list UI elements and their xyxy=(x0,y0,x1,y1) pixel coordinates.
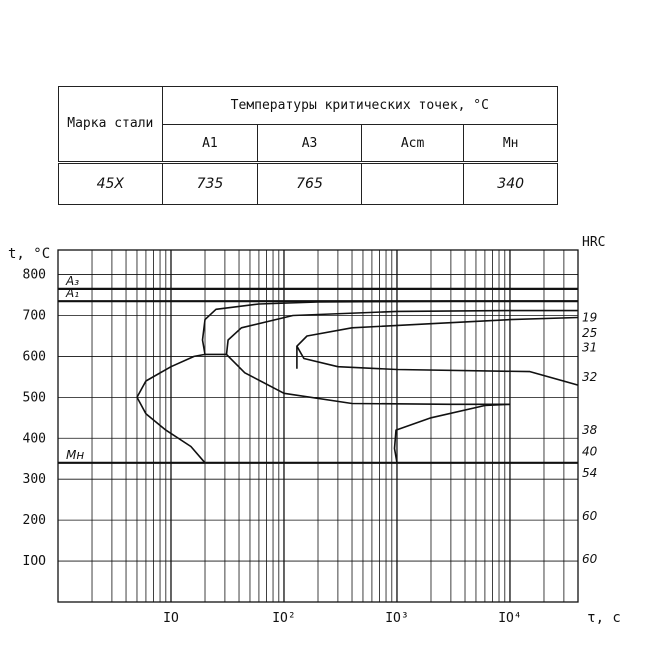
hrc-value-label: 32 xyxy=(582,370,597,384)
y-tick-label: IOO xyxy=(23,554,47,569)
x-tick-label: IO³ xyxy=(385,611,408,626)
critical-temps-header: Температуры критических точек, °С xyxy=(161,86,559,125)
y-tick-label: 200 xyxy=(23,513,46,528)
reference-label-a3: A₃ xyxy=(65,274,79,288)
a3-value: 765 xyxy=(257,161,362,205)
hrc-value-label: 25 xyxy=(582,326,597,340)
mn-value: 340 xyxy=(463,161,558,205)
reference-label-a1: A₁ xyxy=(65,286,79,300)
transformation-curve-1 xyxy=(136,353,227,464)
col-mn-header: Mн xyxy=(463,124,558,163)
x-tick-label: IO xyxy=(163,611,179,626)
hrc-value-label: 31 xyxy=(582,340,597,354)
col-acm-header: Acm xyxy=(360,124,465,163)
transformation-curve-5 xyxy=(296,316,579,369)
y-axis-label: t, °С xyxy=(8,246,50,262)
hrc-value-label: 60 xyxy=(582,509,598,523)
transformation-curve-3 xyxy=(225,309,578,355)
steel-grade-header: Марка стали xyxy=(58,86,163,163)
y-tick-label: 300 xyxy=(23,472,46,487)
critical-points-table: Марка стали Температуры критических точе… xyxy=(58,86,559,205)
reference-label-mн: Mн xyxy=(66,448,84,462)
hrc-value-label: 19 xyxy=(582,311,597,325)
hrc-axis-label: HRC xyxy=(582,235,605,250)
hrc-value-label: 38 xyxy=(582,423,598,437)
transformation-curve-4 xyxy=(225,353,510,406)
y-tick-label: 800 xyxy=(23,268,46,283)
y-tick-label: 400 xyxy=(23,431,46,446)
a1-value: 735 xyxy=(161,161,259,205)
hrc-value-label: 60 xyxy=(582,552,598,566)
hrc-value-label: 54 xyxy=(582,466,597,480)
y-tick-label: 500 xyxy=(23,390,46,405)
col-a1-header: A1 xyxy=(161,124,259,163)
steel-grade-value: 45Х xyxy=(58,161,163,205)
y-tick-label: 700 xyxy=(23,308,46,323)
x-axis-label: τ, с xyxy=(587,610,621,626)
hrc-value-label: 40 xyxy=(582,444,598,458)
x-tick-label: IO⁴ xyxy=(498,611,521,626)
col-a3-header: A3 xyxy=(257,124,362,163)
y-tick-label: 600 xyxy=(23,349,46,364)
transformation-curve-2 xyxy=(201,300,578,355)
transformation-curve-7 xyxy=(393,403,511,463)
transformation-curve-6 xyxy=(296,345,579,386)
x-tick-label: IO² xyxy=(272,611,295,626)
acm-value xyxy=(360,161,465,205)
